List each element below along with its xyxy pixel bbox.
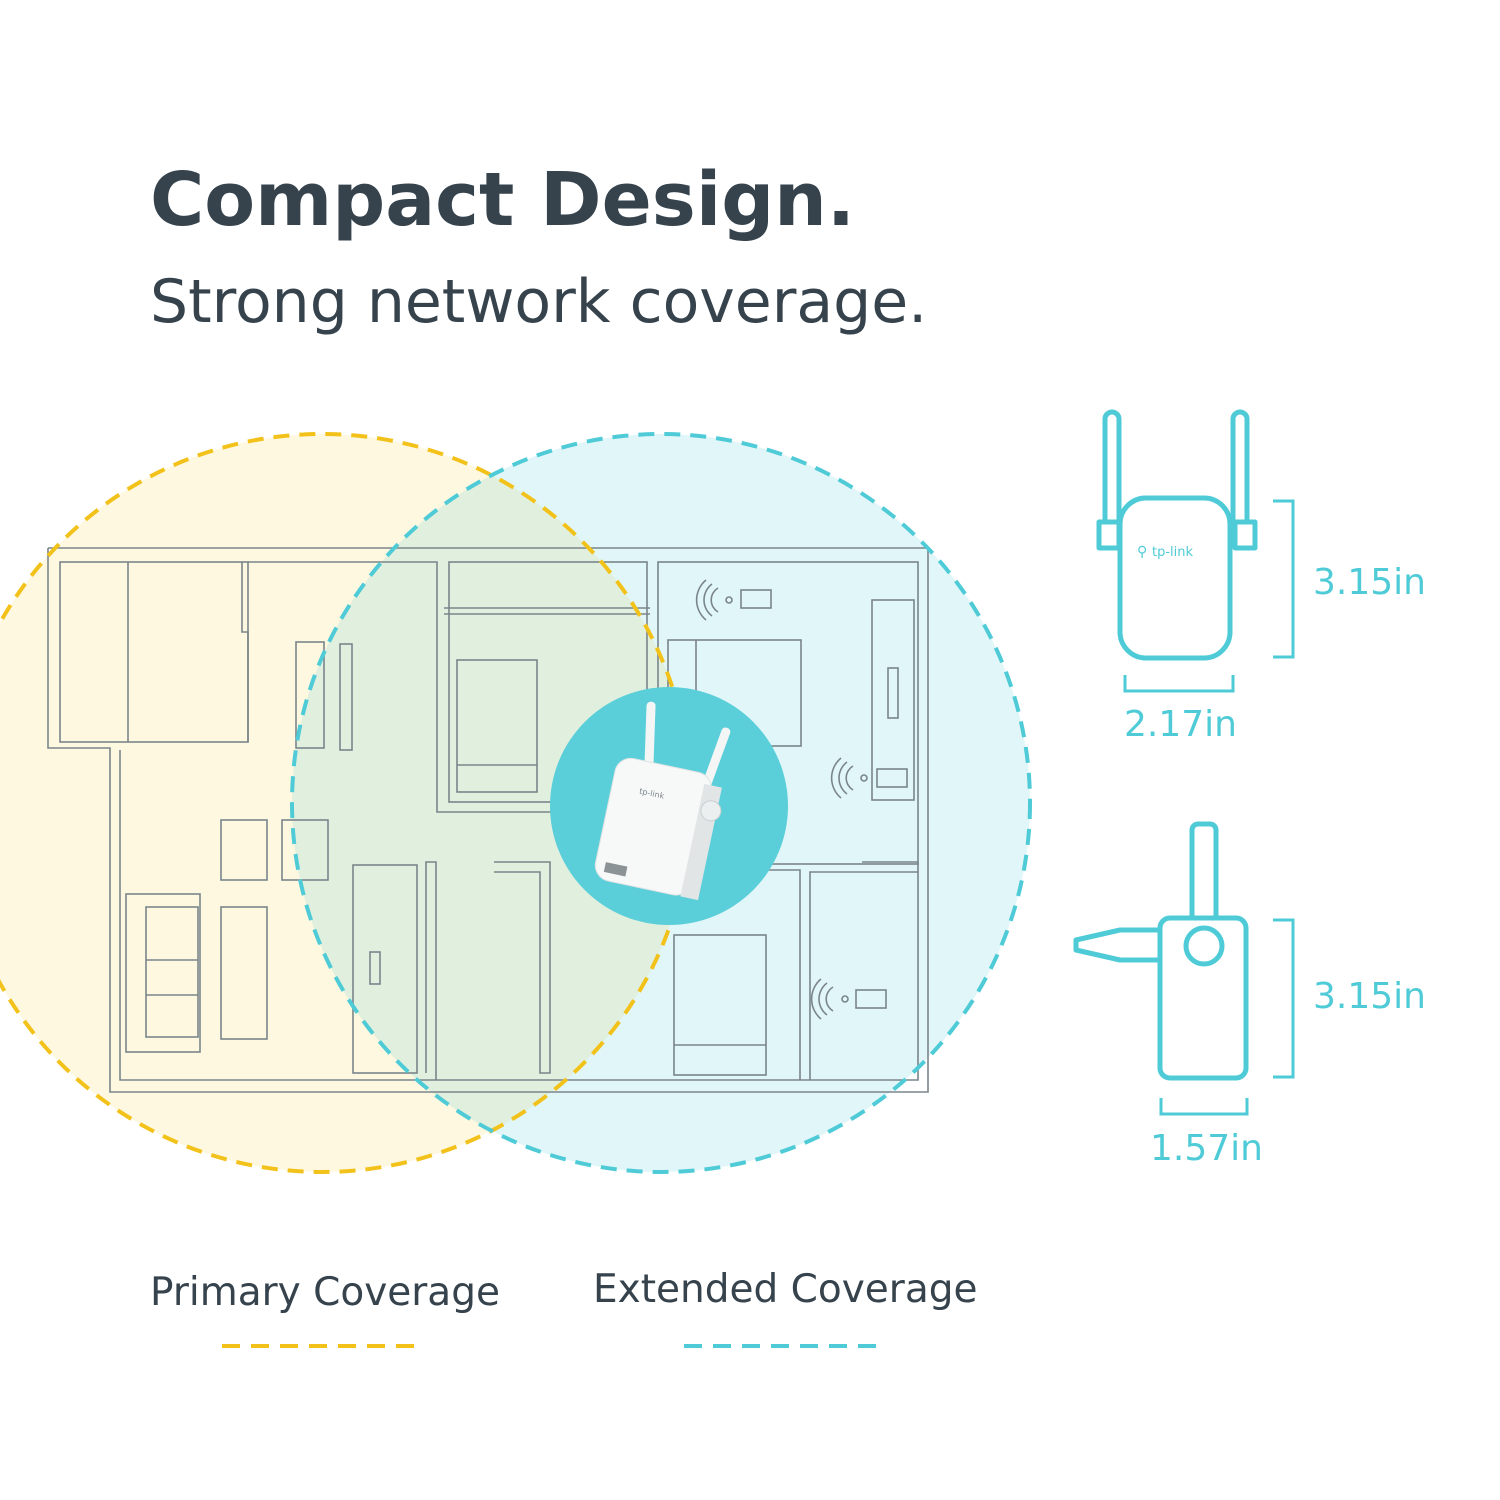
front-width-label: 2.17in xyxy=(1124,704,1237,745)
side-depth-label: 1.57in xyxy=(1150,1128,1263,1169)
primary-coverage-area xyxy=(0,434,691,1172)
front-view-logo: tp-link xyxy=(1152,545,1194,560)
headline-subtitle: Strong network coverage. xyxy=(150,267,927,337)
svg-text:⚲: ⚲ xyxy=(1137,544,1147,560)
front-view-drawing: ⚲ tp-link xyxy=(1096,409,1258,661)
legend-extended-label: Extended Coverage xyxy=(593,1267,977,1312)
height-bracket xyxy=(1273,499,1295,659)
range-extender-photo: tp-link xyxy=(550,687,788,925)
side-height-bracket xyxy=(1273,918,1295,1079)
legend-primary-label: Primary Coverage xyxy=(150,1270,500,1315)
width-bracket xyxy=(1123,675,1235,693)
depth-bracket xyxy=(1159,1098,1249,1116)
front-height-label: 3.15in xyxy=(1313,562,1426,603)
wifi-signal-icons xyxy=(695,579,868,1020)
extended-coverage-border xyxy=(290,432,1032,1174)
side-height-label: 3.15in xyxy=(1313,976,1426,1017)
floor-plan xyxy=(47,547,929,1093)
headline-title: Compact Design. xyxy=(150,157,855,243)
side-view-drawing xyxy=(1073,821,1249,1081)
